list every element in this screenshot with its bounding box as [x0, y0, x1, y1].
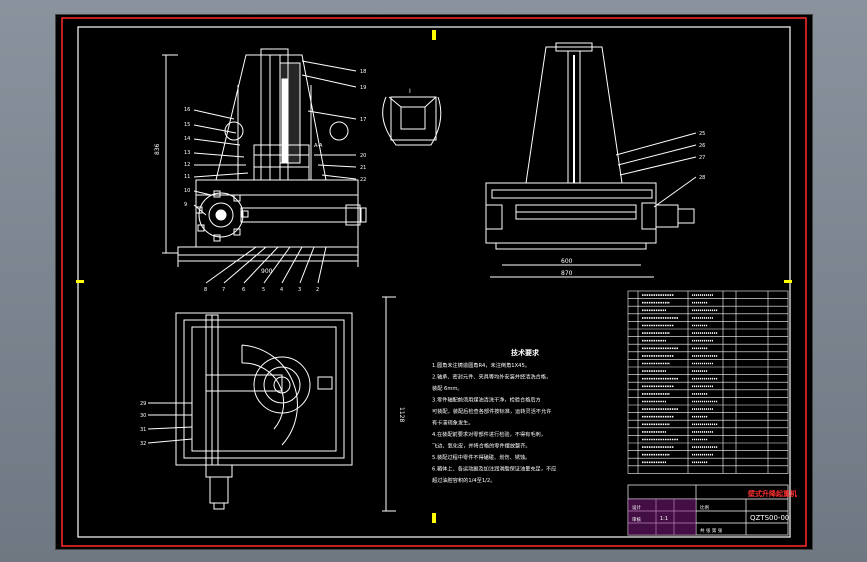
center-mark-top	[432, 30, 436, 40]
tech-line: 4.在装配前要求对零部件进行检验，不得有毛刺，	[432, 430, 546, 438]
scale-label: 1:1	[660, 516, 668, 522]
side-view	[485, 42, 697, 278]
balloon: 27	[699, 155, 705, 161]
tech-requirements: 技术要求 1.圆角未注铸造圆角R4，未注倒角1X45。 2.轴承、密封元件、夹具等…	[432, 348, 556, 484]
tech-line: 6.箱体上、各运动副及加注润滑脂保证油量充足，不应	[432, 465, 556, 473]
balloon: 7	[222, 287, 225, 293]
detail-label: I	[409, 88, 411, 95]
center-mark-right	[784, 280, 792, 283]
tech-line: 装配 6mm。	[432, 384, 463, 392]
balloon: 8	[204, 287, 207, 293]
balloon: 15	[184, 122, 190, 128]
tech-line: 3.零件轴配前须用煤油清洗干净，检验合格后方	[432, 396, 541, 404]
tech-line: 1.圆角未注铸造圆角R4，未注倒角1X45。	[432, 361, 530, 369]
balloon: 28	[699, 175, 705, 181]
balloon: 26	[699, 143, 705, 149]
center-mark-left	[76, 280, 84, 283]
balloon: 11	[184, 174, 190, 180]
balloon: 32	[140, 441, 146, 447]
tech-line: 可装配，装配后检查各部件按标准，运转灵活不允许	[432, 407, 551, 415]
front-width-dim: 900	[261, 268, 273, 275]
front-view	[162, 48, 367, 284]
drawing-code: QZTS00-00	[750, 514, 789, 522]
side-outer-dim: 870	[561, 270, 573, 277]
drawing-sheet: 836 900 A-A 18 19 17 20 21 22 16 15 14 1…	[55, 14, 813, 550]
balloon: 13	[184, 150, 190, 156]
balloon: 12	[184, 162, 190, 168]
balloon: 4	[280, 287, 283, 293]
balloon: 29	[140, 401, 146, 407]
outer-frame	[61, 17, 807, 547]
bom-table	[627, 290, 789, 474]
plan-height-dim: 1128	[398, 407, 405, 422]
balloon: 20	[360, 153, 366, 159]
center-mark-bottom	[432, 513, 436, 523]
plan-balloons: 29 30 31 32	[140, 401, 146, 447]
detail-view	[382, 96, 442, 146]
tech-line: 5.装配过程中零件不得磕碰、划伤、锈蚀。	[432, 453, 530, 461]
tech-line: 2.轴承、密封元件、夹具等均外安装并经清洗合格，	[432, 373, 551, 381]
balloon: 14	[184, 136, 190, 142]
balloon: 10	[184, 188, 190, 194]
side-inner-dim: 600	[561, 258, 573, 265]
front-balloons: 18 19 17 20 21 22 16 15 14 13 12 11 10 9…	[184, 69, 366, 293]
balloon: 30	[140, 413, 146, 419]
balloon: 9	[184, 202, 187, 208]
side-balloons: 25 26 27 28	[699, 131, 705, 181]
cad-drawing: 836 900 A-A 18 19 17 20 21 22 16 15 14 1…	[61, 17, 807, 547]
balloon: 31	[140, 427, 146, 433]
balloon: 2	[316, 287, 319, 293]
scale-name-label: 比例	[700, 504, 709, 511]
designer-label: 设计	[632, 504, 641, 511]
balloon: 16	[184, 107, 190, 113]
plan-view	[147, 296, 396, 512]
tech-line: 超过油腔容积的1/4至1/2。	[432, 476, 495, 484]
balloon: 25	[699, 131, 705, 137]
tech-line: 飞边、氧化皮，并将合格的零件摆放整齐。	[432, 442, 531, 450]
checker-label: 审核	[632, 516, 641, 523]
balloon: 22	[360, 177, 366, 183]
balloon: 6	[242, 287, 245, 293]
balloon: 21	[360, 165, 366, 171]
section-label: A-A	[314, 143, 323, 149]
sheet-label: 共 张 第 张	[700, 527, 723, 534]
tech-line: 有卡滞现象发生。	[432, 419, 474, 427]
balloon: 5	[262, 287, 265, 293]
balloon: 19	[360, 85, 366, 91]
balloon: 18	[360, 69, 366, 75]
balloon: 3	[298, 287, 301, 293]
drawing-title: 壁式升降起重机	[748, 489, 797, 498]
balloon: 17	[360, 117, 366, 123]
front-height-dim: 836	[154, 143, 161, 155]
title-block-left	[628, 499, 696, 535]
tech-heading: 技术要求	[511, 348, 540, 357]
